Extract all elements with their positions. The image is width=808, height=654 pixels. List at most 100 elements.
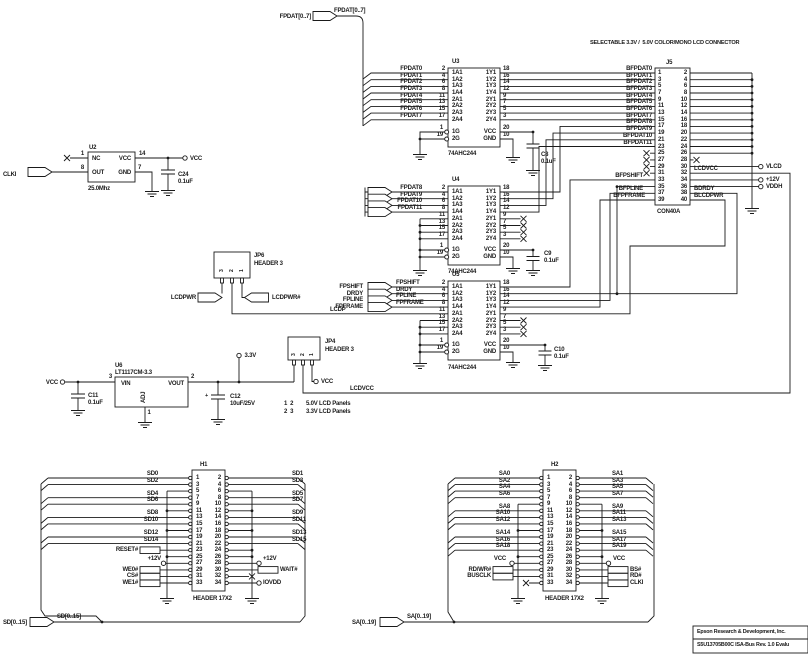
label: 1Y3 <box>485 83 496 90</box>
label: BFPDAT2 <box>626 79 652 86</box>
busclk-net-label: BUSCLK <box>467 573 491 580</box>
label: 16 <box>680 116 687 123</box>
lcdvcc-net-label: LCDVCC <box>350 385 374 392</box>
label: 1Y1 <box>485 189 496 195</box>
label: 1 <box>439 338 443 344</box>
label: SD0 <box>146 471 158 477</box>
label: 2A4 <box>452 235 463 242</box>
label: 1A3 <box>452 297 463 304</box>
label: 20 <box>214 534 221 540</box>
label: 30 <box>214 566 221 573</box>
label: 22 <box>214 540 221 547</box>
label: + <box>205 392 209 399</box>
label: 19 <box>547 534 554 540</box>
label: 32 <box>680 170 687 177</box>
label: C11 <box>88 393 99 399</box>
vcc-terminal-label-u6: VCC <box>45 379 58 386</box>
wait-resistor <box>257 566 279 574</box>
vcc-terminal-label-jp4: VCC <box>321 379 334 385</box>
label: 18 <box>503 185 510 191</box>
label: 2 3 <box>284 409 294 415</box>
label: 38 <box>680 190 687 197</box>
label: SA5 <box>612 484 624 491</box>
label: OUT <box>92 170 105 176</box>
u6-part: LT1117CM-3.3 <box>115 370 152 376</box>
label: 39 <box>658 197 665 203</box>
label: 8 <box>441 300 445 307</box>
label: CS# <box>126 573 138 580</box>
label: 1A4 <box>452 304 463 311</box>
label: 2A1 <box>452 310 463 317</box>
blcdpwr-net-label: BLCDPWR <box>694 193 724 199</box>
title-block-company: Epson Research & Development, Inc. <box>697 629 786 635</box>
label: 12 <box>214 507 221 514</box>
label: 1 <box>439 243 443 249</box>
label: 20 <box>503 125 510 131</box>
label: 1Y1 <box>485 70 496 76</box>
label: 34 <box>680 176 687 183</box>
label: ADJ <box>141 391 147 403</box>
label: 35 <box>658 183 665 190</box>
h1-ref: H1 <box>200 462 208 468</box>
label: 24 <box>680 143 687 150</box>
label: 20 <box>565 534 572 540</box>
jp4-ref: JP4 <box>325 338 336 345</box>
label: SD9 <box>292 510 304 517</box>
reset-net-label: RESET# <box>115 547 138 554</box>
label: FPLINE <box>342 297 363 304</box>
label: 2Y2 <box>485 103 496 110</box>
vlcd-terminal-label: VLCD <box>766 163 782 170</box>
label: 12 <box>503 205 510 212</box>
label: 6 <box>568 488 572 495</box>
label: 1 <box>658 70 662 76</box>
u3-ref: U3 <box>452 59 460 65</box>
label: 4 <box>441 72 445 79</box>
label: 1 <box>308 353 315 356</box>
label: 27 <box>547 560 554 567</box>
label: 12 <box>680 103 687 110</box>
label: 1A3 <box>452 202 463 209</box>
label: GND <box>483 349 496 355</box>
label: 2 <box>441 280 445 286</box>
label: 20 <box>503 338 510 344</box>
label: FPDAT0 <box>400 66 422 72</box>
label: 2G <box>452 136 460 142</box>
label: 2A4 <box>452 330 463 337</box>
label: 2 <box>441 185 445 191</box>
label: C10 <box>554 347 565 353</box>
label: SA7 <box>612 490 624 497</box>
label: 2 <box>228 269 235 272</box>
label: 13 <box>438 218 445 225</box>
label: 4 <box>441 191 445 198</box>
label: 24 <box>565 547 572 554</box>
bfpline-net-label: BFPLINE <box>618 186 643 193</box>
label: 8 <box>217 494 221 501</box>
label: NC <box>92 156 101 162</box>
label: 20 <box>680 130 687 137</box>
label: SD6 <box>146 497 158 504</box>
label: VOUT <box>168 381 184 387</box>
label: 2 <box>441 66 445 72</box>
label: 3 <box>218 269 225 272</box>
label: FPDAT1 <box>400 72 422 79</box>
label: 7 <box>503 218 507 225</box>
label: SA18 <box>495 543 510 550</box>
label: DRDY <box>396 286 413 293</box>
lcd-connector-title: SELECTABLE 3.3V / 5.0V COLOR/MONO LCD CO… <box>590 40 740 46</box>
label: 16 <box>503 286 510 293</box>
label: 18 <box>503 66 510 72</box>
label: 17 <box>438 231 445 238</box>
label: 1A4 <box>452 90 463 96</box>
label: 22 <box>680 136 687 143</box>
lcdpwr-tag-label: LCDPWR <box>170 295 196 301</box>
title-block <box>692 625 808 654</box>
label: 0.1uF <box>554 354 569 360</box>
label: 6 <box>683 83 687 90</box>
label: 18 <box>565 527 572 534</box>
label: SD10 <box>143 516 158 523</box>
label: VCC <box>118 156 131 162</box>
label: 2A3 <box>452 229 463 236</box>
label: FPDAT6 <box>400 106 422 113</box>
